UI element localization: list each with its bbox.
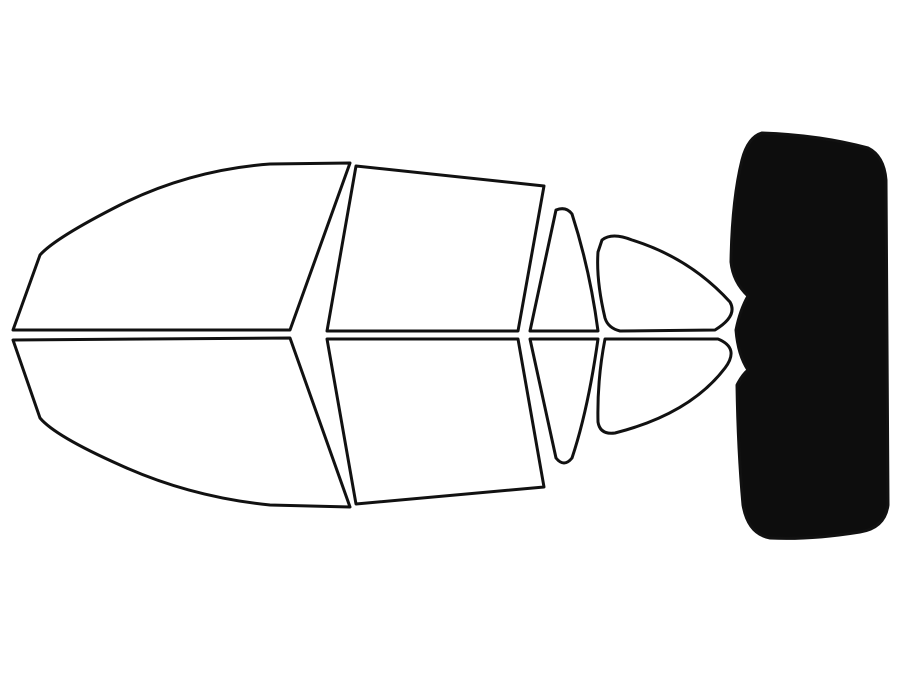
rear-window[interactable]	[729, 131, 890, 540]
windshield-upper-pane[interactable]	[11, 161, 352, 332]
front-door-window-lower[interactable]	[325, 337, 546, 506]
windshield-lower-pane[interactable]	[11, 336, 352, 509]
quarter-window-lower[interactable]	[596, 337, 733, 435]
rear-door-vent-window-upper[interactable]	[528, 207, 600, 333]
front-door-window-upper[interactable]	[325, 164, 546, 333]
rear-door-vent-window-lower[interactable]	[528, 337, 600, 465]
quarter-window-upper[interactable]	[596, 234, 734, 333]
